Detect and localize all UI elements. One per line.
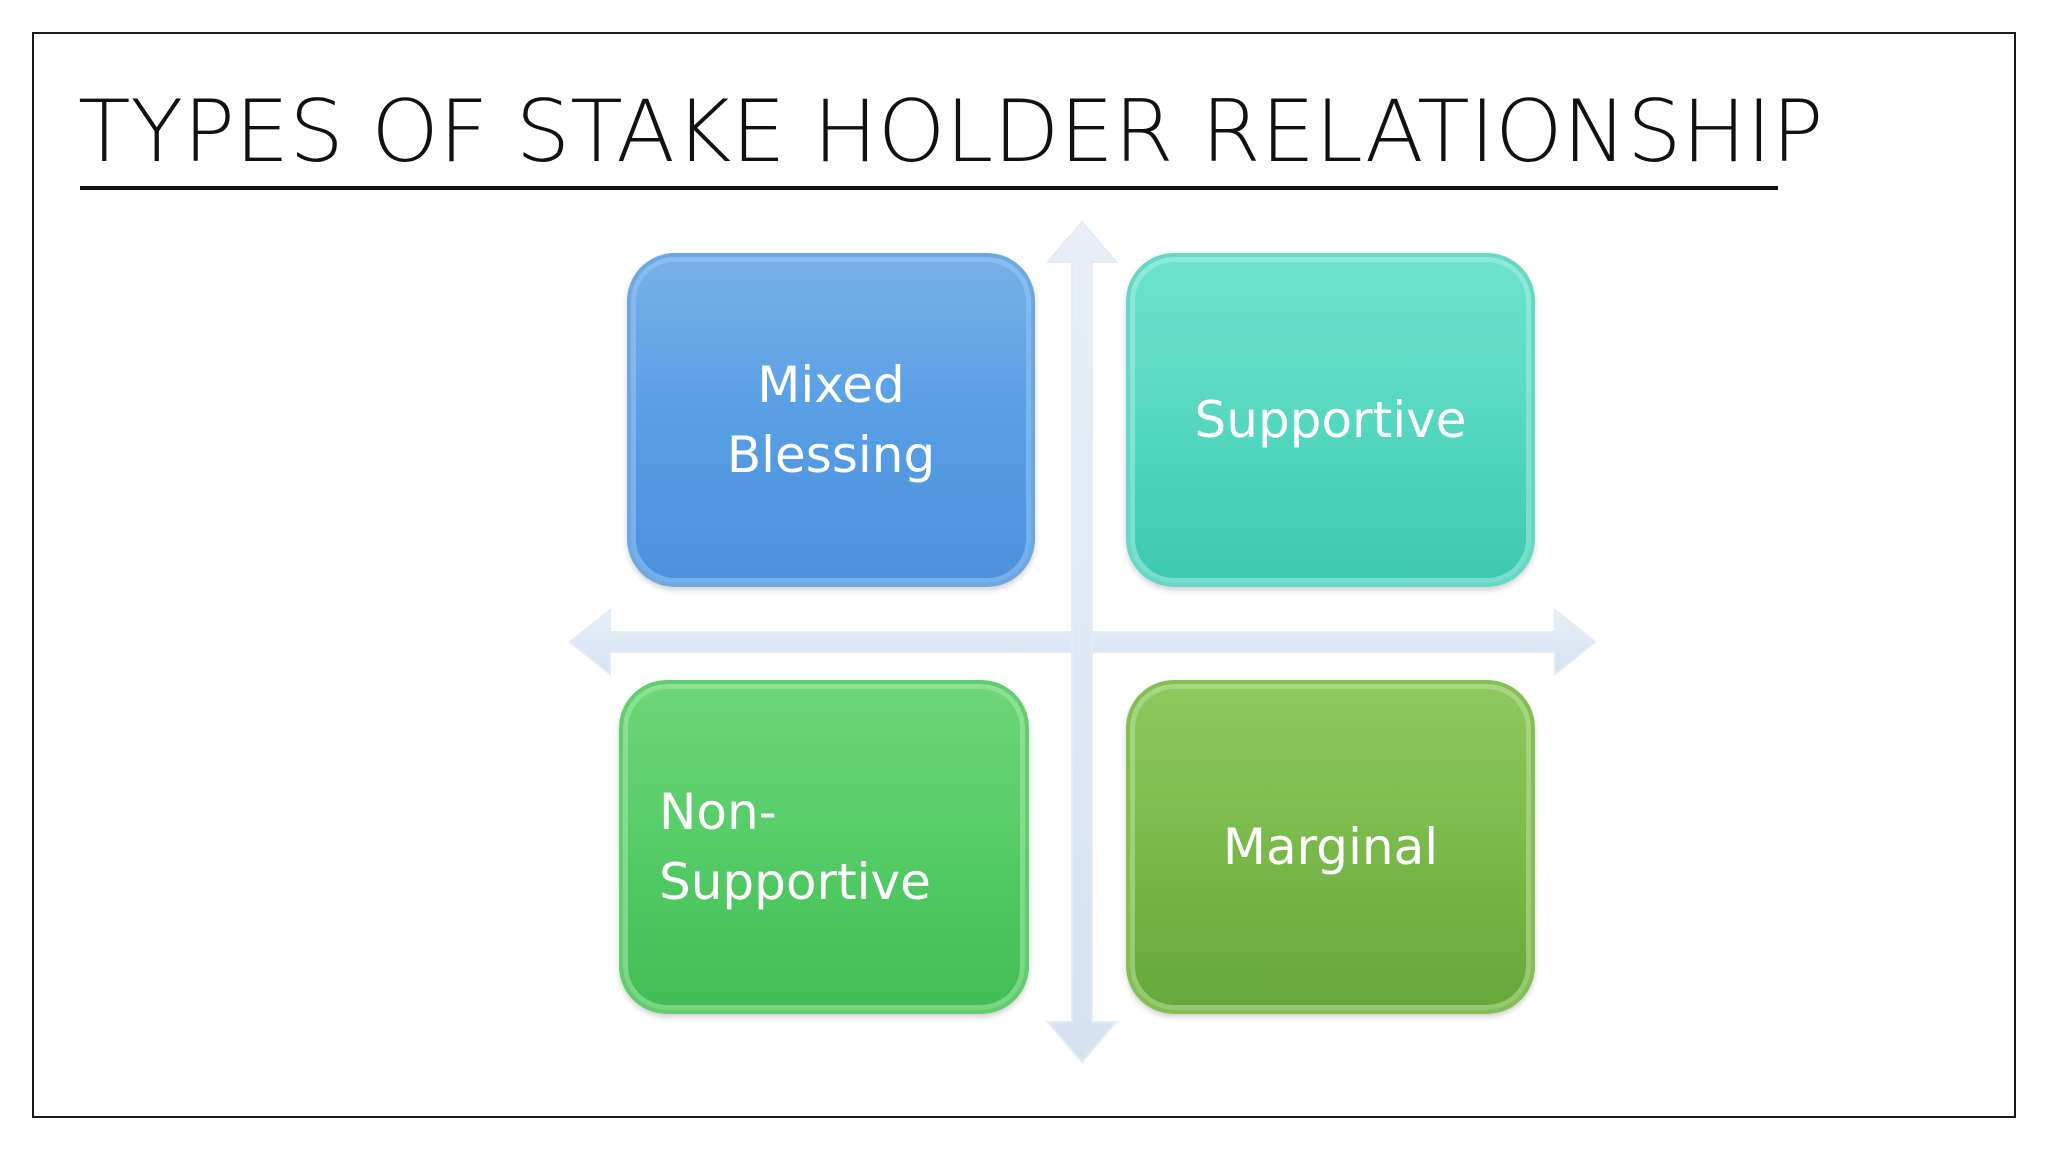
quadrant-top-right-box: Supportive — [1126, 253, 1535, 587]
title-underline — [80, 186, 1778, 190]
quadrant-top-left-label: Mixed Blessing — [726, 356, 936, 484]
slide-title: TYPES OF STAKE HOLDER RELATIONSHIP — [78, 82, 1824, 182]
vertical-axis-arrow — [1045, 220, 1119, 1064]
quadrant-bottom-right-box: Marginal — [1126, 680, 1535, 1014]
quadrant-bottom-left-box: Non- Supportive — [619, 680, 1029, 1014]
quadrant-bottom-right-label: Marginal — [1222, 818, 1439, 876]
quadrant-bottom-left-label: Non- Supportive — [659, 783, 931, 911]
quadrant-top-right-label: Supportive — [1194, 391, 1467, 449]
quadrant-top-left-box: Mixed Blessing — [627, 253, 1035, 587]
